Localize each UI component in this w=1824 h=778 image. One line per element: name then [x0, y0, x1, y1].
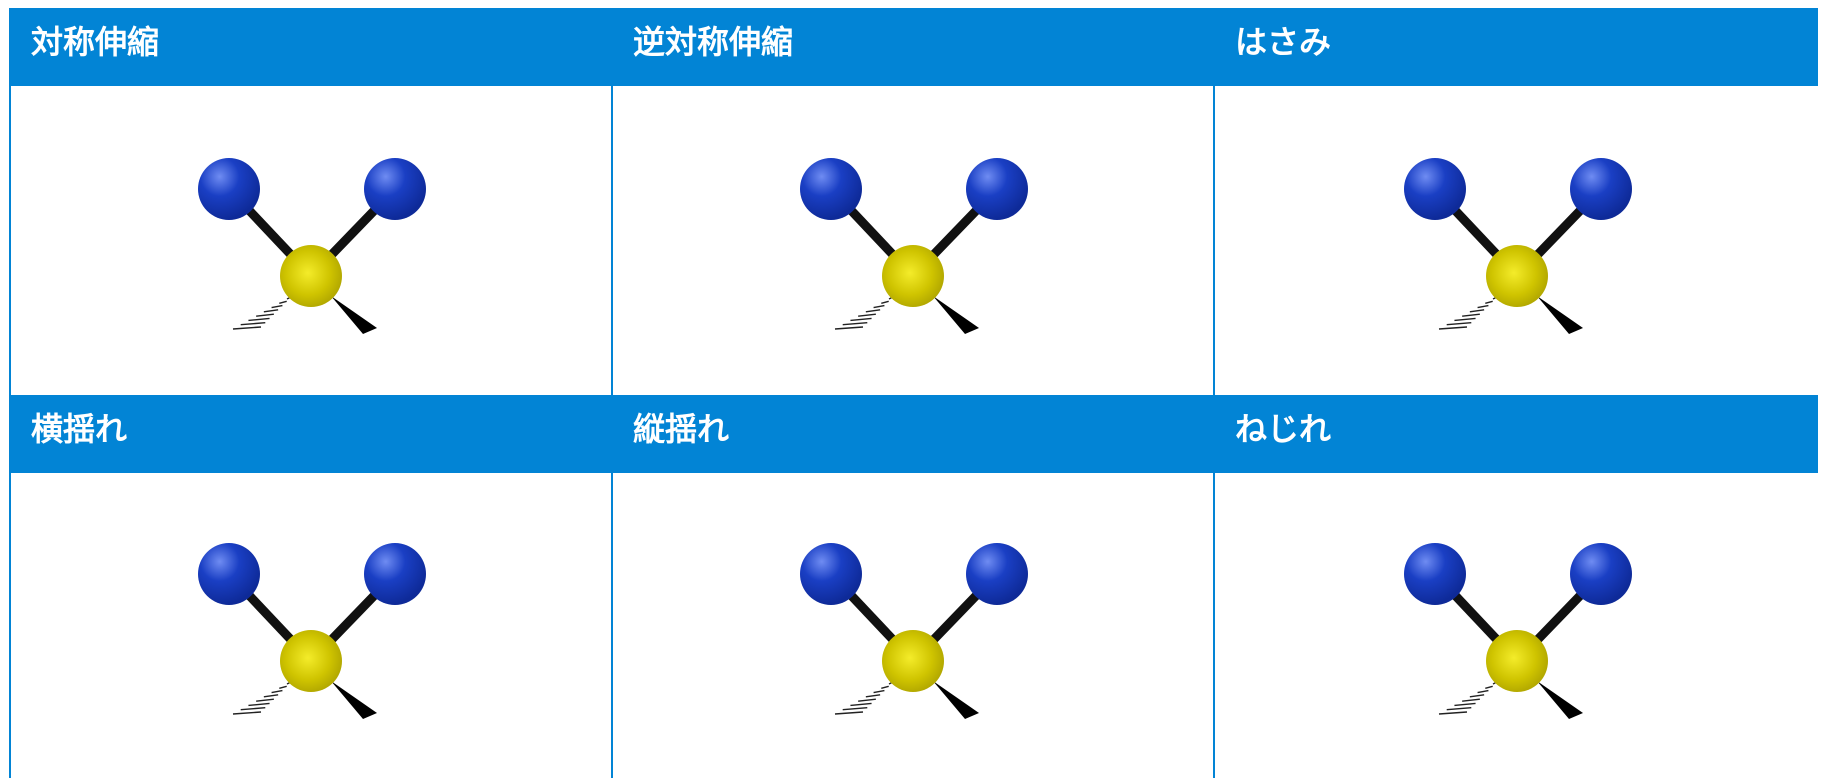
hashed-wedge-icon: [232, 680, 292, 715]
mode-header-antisymmetric-stretch: 逆対称伸縮: [613, 8, 1215, 86]
mode-header-wagging: 縦揺れ: [613, 395, 1215, 473]
yellow-atom-icon: [1485, 629, 1548, 692]
water-like-molecule-icon: [800, 157, 1028, 334]
solid-wedge-icon: [933, 680, 979, 719]
yellow-atom-icon: [882, 629, 944, 692]
solid-wedge-icon: [331, 295, 377, 334]
blue-atom-icon: [800, 542, 862, 605]
mode-image-rocking: [11, 473, 613, 778]
mode-image-scissoring: [1215, 86, 1818, 395]
water-like-molecule-icon: [1403, 542, 1632, 719]
mode-header-symmetric-stretch: 対称伸縮: [11, 8, 613, 86]
blue-atom-icon: [364, 542, 426, 605]
mode-header-twisting: ねじれ: [1215, 395, 1818, 473]
hashed-wedge-icon: [232, 295, 292, 330]
solid-wedge-icon: [933, 295, 979, 334]
blue-atom-icon: [1569, 157, 1632, 220]
hashed-wedge-icon: [834, 295, 894, 330]
mode-header-rocking: 横揺れ: [11, 395, 613, 473]
hashed-wedge-icon: [1438, 680, 1497, 715]
vibration-modes-table: 対称伸縮 逆対称伸縮 はさみ 横揺れ 縦揺れ ねじれ: [9, 8, 1818, 778]
blue-atom-icon: [966, 157, 1028, 220]
blue-atom-icon: [800, 157, 862, 220]
yellow-atom-icon: [280, 244, 342, 307]
water-like-molecule-icon: [1403, 157, 1632, 334]
mode-header-scissoring: はさみ: [1215, 8, 1818, 86]
yellow-atom-icon: [1485, 244, 1548, 307]
blue-atom-icon: [1569, 542, 1632, 605]
blue-atom-icon: [364, 157, 426, 220]
blue-atom-icon: [1403, 542, 1466, 605]
yellow-atom-icon: [882, 244, 944, 307]
water-like-molecule-icon: [198, 157, 426, 334]
solid-wedge-icon: [1536, 680, 1583, 719]
blue-atom-icon: [198, 542, 260, 605]
blue-atom-icon: [966, 542, 1028, 605]
blue-atom-icon: [198, 157, 260, 220]
hashed-wedge-icon: [1438, 295, 1497, 330]
water-like-molecule-icon: [800, 542, 1028, 719]
mode-image-symmetric-stretch: [11, 86, 613, 395]
mode-image-antisymmetric-stretch: [613, 86, 1215, 395]
water-like-molecule-icon: [198, 542, 426, 719]
mode-image-wagging: [613, 473, 1215, 778]
hashed-wedge-icon: [834, 680, 894, 715]
solid-wedge-icon: [1536, 295, 1583, 334]
yellow-atom-icon: [280, 629, 342, 692]
mode-image-twisting: [1215, 473, 1818, 778]
blue-atom-icon: [1403, 157, 1466, 220]
solid-wedge-icon: [331, 680, 377, 719]
